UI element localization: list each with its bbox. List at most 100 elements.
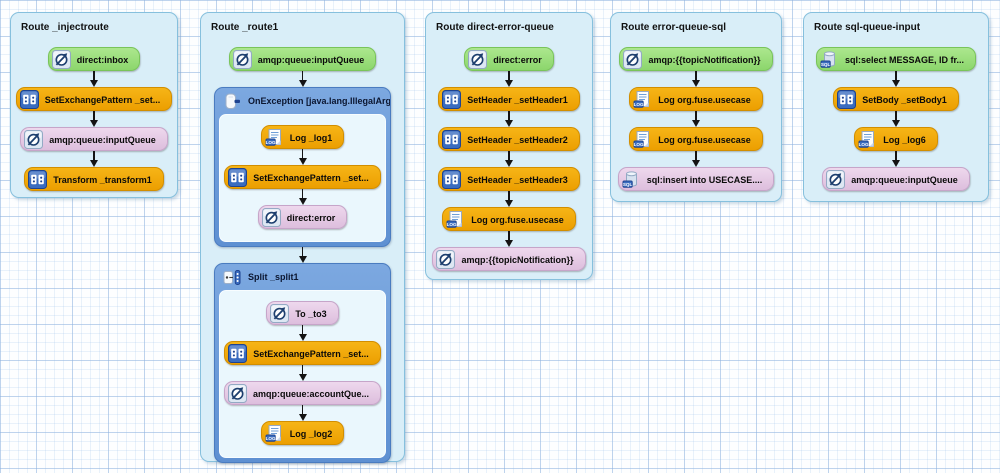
- node-label: Log org.fuse.usecase: [658, 134, 751, 145]
- arrow-head: [298, 334, 307, 341]
- flow-arrow: [298, 325, 307, 341]
- log-icon: LOG: [633, 90, 652, 109]
- node-label: Log org.fuse.usecase: [471, 214, 564, 225]
- arrow-head: [505, 120, 513, 127]
- flow-arrow: [692, 151, 700, 167]
- flow-arrow: [892, 71, 900, 87]
- endpoint-node[interactable]: amqp:queue:inputQueue: [228, 47, 377, 71]
- endpoint-node[interactable]: direct:inbox: [47, 47, 141, 71]
- eip-icon: [442, 169, 462, 189]
- transform-node[interactable]: Transform _transform1: [24, 167, 164, 191]
- set-exchange-pattern-node[interactable]: SetExchangePattern _set...: [15, 87, 173, 111]
- node-label: SetHeader _setHeader3: [467, 174, 568, 185]
- arrow-shaft: [508, 191, 510, 200]
- log-icon: LOG: [633, 130, 652, 149]
- arrow-shaft: [508, 151, 510, 160]
- node-label: SetHeader _setHeader2: [467, 134, 568, 145]
- set-header-node[interactable]: SetHeader _setHeader3: [438, 167, 580, 191]
- to-node[interactable]: To _to3: [266, 301, 339, 325]
- log-node[interactable]: LOG Log _log2: [260, 421, 345, 445]
- set-exchange-pattern-node[interactable]: SetExchangePattern _set...: [224, 341, 381, 365]
- arrow-shaft: [93, 111, 95, 120]
- set-header-node[interactable]: SetHeader _setHeader2: [438, 127, 580, 151]
- arrow-shaft: [895, 151, 897, 160]
- node-label: amqp:queue:inputQueue: [851, 174, 958, 185]
- eip-icon: [442, 129, 462, 149]
- on-exception-icon: [223, 92, 242, 111]
- endpoint-node[interactable]: direct:error: [464, 47, 554, 71]
- endpoint-node[interactable]: amqp:{{topicNotification}}: [619, 47, 773, 71]
- arrow-shaft: [301, 247, 304, 256]
- flow-arrow: [298, 189, 307, 205]
- arrow-head: [892, 160, 900, 167]
- arrow-head: [505, 240, 513, 247]
- node-label: Log _log2: [289, 428, 333, 439]
- eip-icon: [28, 169, 48, 189]
- split-container-header[interactable]: Split _split1: [215, 264, 390, 290]
- route-title: Route error-queue-sql: [621, 22, 727, 33]
- arrow-shaft: [301, 71, 304, 80]
- flow-arrow: [505, 71, 513, 87]
- endpoint-icon: [826, 169, 846, 189]
- set-header-node[interactable]: SetHeader _setHeader1: [438, 87, 580, 111]
- endpoint-node[interactable]: amqp:queue:inputQueue: [20, 127, 168, 151]
- node-label: SetHeader _setHeader1: [467, 94, 568, 105]
- log-icon: LOG: [265, 424, 284, 443]
- arrow-head: [298, 414, 307, 421]
- node-label: SetBody _setBody1: [862, 94, 947, 105]
- flow-arrow: [692, 71, 700, 87]
- arrow-head: [90, 120, 98, 127]
- arrow-shaft: [93, 71, 95, 80]
- flow-arrow: [90, 151, 98, 167]
- endpoint-icon: [623, 49, 643, 69]
- arrow-head: [298, 256, 307, 263]
- endpoint-icon: [261, 207, 281, 227]
- svg-text:SQL: SQL: [623, 181, 633, 186]
- endpoint-node[interactable]: amqp:queue:inputQueue: [822, 167, 970, 191]
- svg-text:LOG: LOG: [634, 141, 644, 146]
- arrow-shaft: [895, 111, 897, 120]
- arrow-shaft: [301, 189, 304, 198]
- route-title: Route direct-error-queue: [436, 22, 554, 33]
- set-exchange-pattern-node[interactable]: SetExchangePattern _set...: [224, 165, 381, 189]
- flow-arrow: [892, 111, 900, 127]
- endpoint-node[interactable]: direct:error: [257, 205, 348, 229]
- arrow-head: [692, 120, 700, 127]
- set-body-node[interactable]: SetBody _setBody1: [833, 87, 959, 111]
- sql-icon: SQL: [622, 170, 641, 189]
- log-node[interactable]: LOG Log org.fuse.usecase: [629, 127, 763, 151]
- node-label: SetExchangePattern _set...: [44, 94, 161, 105]
- arrow-shaft: [895, 71, 897, 80]
- arrow-head: [298, 198, 307, 205]
- sql-icon: SQL: [820, 50, 839, 69]
- endpoint-node[interactable]: amqp:{{topicNotification}}: [432, 247, 586, 271]
- flow-arrow: [298, 149, 307, 165]
- flow-arrow: [298, 71, 307, 87]
- node-label: direct:error: [493, 54, 542, 65]
- endpoint-icon: [232, 49, 252, 69]
- flow-arrow: [298, 405, 307, 421]
- route-title: Route _injectroute: [21, 22, 109, 33]
- route-flow: amqp:{{topicNotification}} LOG Log org.fus…: [611, 34, 781, 191]
- on-exception-container-header[interactable]: OnException [java.lang.IllegalArg...: [215, 88, 390, 114]
- endpoint-node[interactable]: amqp:queue:accountQue...: [224, 381, 382, 405]
- node-label: amqp:queue:accountQue...: [253, 388, 370, 399]
